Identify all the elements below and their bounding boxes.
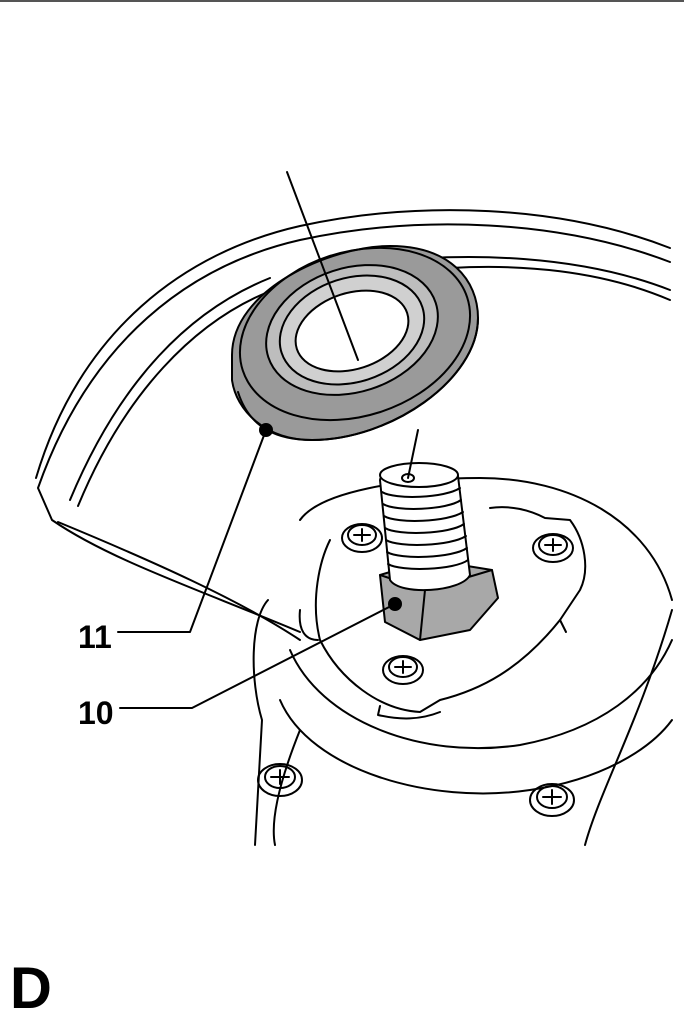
flange-plate bbox=[298, 506, 587, 720]
leader-line-11 bbox=[117, 423, 273, 633]
flange-screws bbox=[257, 523, 575, 817]
threaded-spindle bbox=[379, 429, 471, 592]
wheel-guard bbox=[35, 209, 671, 641]
screw-housing-right bbox=[529, 783, 575, 817]
screw-bottom bbox=[382, 655, 424, 685]
callout-label-10: 10 bbox=[78, 695, 114, 731]
top-rule bbox=[0, 0, 684, 2]
axis-line bbox=[286, 171, 359, 361]
screw-housing-left bbox=[257, 763, 303, 797]
leader-line-10 bbox=[119, 597, 402, 709]
callout-label-11: 11 bbox=[78, 619, 112, 655]
screw-top-left bbox=[341, 523, 383, 553]
screw-top-right bbox=[532, 533, 574, 563]
flange-washer bbox=[231, 245, 479, 441]
page-letter: D bbox=[10, 956, 52, 1021]
